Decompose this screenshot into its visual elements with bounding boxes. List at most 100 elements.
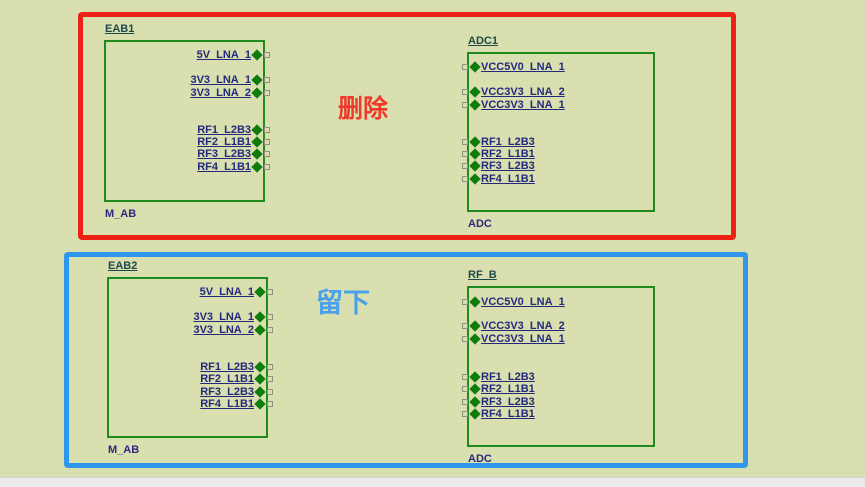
port-diamond-icon xyxy=(469,173,481,185)
port-stub-icon xyxy=(462,89,468,95)
sheet-filename-label: ADC xyxy=(468,218,492,230)
port-label: VCC5V0_LNA_1 xyxy=(481,296,565,308)
port-diamond-icon xyxy=(469,371,481,383)
port-label: 3V3_LNA_2 xyxy=(190,87,251,99)
port-label: VCC3V3_LNA_1 xyxy=(481,99,565,111)
sheet-port[interactable]: RF1_L2B3 xyxy=(197,124,271,136)
sheet-port[interactable]: RF4_L1B1 xyxy=(461,408,535,420)
sheet-port[interactable]: 3V3_LNA_2 xyxy=(193,324,274,336)
sheet-port[interactable]: RF2_L1B1 xyxy=(461,148,535,160)
port-diamond-icon xyxy=(254,386,266,398)
sheet-port[interactable]: VCC3V3_LNA_1 xyxy=(461,333,565,345)
sheet-port[interactable]: RF4_L1B1 xyxy=(197,161,271,173)
port-label: VCC3V3_LNA_2 xyxy=(481,86,565,98)
port-stub-icon xyxy=(267,364,273,370)
keep-group-outline xyxy=(64,252,748,468)
port-diamond-icon xyxy=(469,160,481,172)
port-diamond-icon xyxy=(251,74,263,86)
port-stub-icon xyxy=(462,102,468,108)
sheet-filename-label: M_AB xyxy=(108,444,140,456)
port-stub-icon xyxy=(264,52,270,58)
sheet-filename-label: ADC xyxy=(468,453,492,465)
port-label: RF4_L1B1 xyxy=(481,408,535,420)
sheet-port[interactable]: RF1_L2B3 xyxy=(461,136,535,148)
sheet-symbol-eab2[interactable]: EAB2 5V_LNA_1 3V3_LNA_1 3V3_LNA_2 RF1_L2… xyxy=(107,260,273,456)
port-stub-icon xyxy=(462,176,468,182)
sheet-symbol-adc1[interactable]: ADC1 VCC5V0_LNA_1 VCC3V3_LNA_2 VCC3V3_LN… xyxy=(462,35,655,230)
port-stub-icon xyxy=(462,323,468,329)
port-diamond-icon xyxy=(469,408,481,420)
port-label: RF3_L2B3 xyxy=(200,386,254,398)
port-stub-icon xyxy=(462,299,468,305)
port-diamond-icon xyxy=(251,49,263,61)
port-diamond-icon xyxy=(469,383,481,395)
port-diamond-icon xyxy=(254,311,266,323)
sheet-port[interactable]: RF1_L2B3 xyxy=(200,361,274,373)
sheet-symbol-rf-b[interactable]: RF_B VCC5V0_LNA_1 VCC3V3_LNA_2 VCC3V3_LN… xyxy=(462,269,655,465)
port-label: 3V3_LNA_1 xyxy=(190,74,251,86)
port-stub-icon xyxy=(462,64,468,70)
sheet-port[interactable]: RF4_L1B1 xyxy=(461,173,535,185)
port-diamond-icon xyxy=(469,136,481,148)
port-label: RF4_L1B1 xyxy=(481,173,535,185)
sheet-port[interactable]: VCC3V3_LNA_1 xyxy=(461,99,565,111)
port-stub-icon xyxy=(264,127,270,133)
sheet-port[interactable]: RF3_L2B3 xyxy=(461,160,535,172)
port-diamond-icon xyxy=(469,99,481,111)
port-stub-icon xyxy=(267,314,273,320)
sheet-port[interactable]: 3V3_LNA_2 xyxy=(190,87,271,99)
port-label: RF3_L2B3 xyxy=(481,396,535,408)
port-stub-icon xyxy=(267,389,273,395)
port-stub-icon xyxy=(462,139,468,145)
port-diamond-icon xyxy=(251,124,263,136)
port-stub-icon xyxy=(462,151,468,157)
sheet-port[interactable]: 5V_LNA_1 xyxy=(197,49,271,61)
port-stub-icon xyxy=(267,376,273,382)
port-diamond-icon xyxy=(251,87,263,99)
sheet-port[interactable]: VCC3V3_LNA_2 xyxy=(461,320,565,332)
sheet-port[interactable]: RF3_L2B3 xyxy=(461,396,535,408)
keep-annotation: 留下 xyxy=(316,288,370,318)
horizontal-scrollbar[interactable] xyxy=(0,477,865,487)
port-diamond-icon xyxy=(469,148,481,160)
sheet-port[interactable]: VCC5V0_LNA_1 xyxy=(461,296,565,308)
port-stub-icon xyxy=(267,289,273,295)
port-diamond-icon xyxy=(251,148,263,160)
sheet-title: RF_B xyxy=(468,269,497,281)
sheet-port[interactable]: RF3_L2B3 xyxy=(200,386,274,398)
port-stub-icon xyxy=(264,164,270,170)
port-label: RF3_L2B3 xyxy=(197,148,251,160)
port-stub-icon xyxy=(264,77,270,83)
sheet-port[interactable]: RF4_L1B1 xyxy=(200,398,274,410)
sheet-port[interactable]: RF2_L1B1 xyxy=(200,373,274,385)
port-diamond-icon xyxy=(254,324,266,336)
sheet-port[interactable]: RF2_L1B1 xyxy=(197,136,271,148)
port-stub-icon xyxy=(264,151,270,157)
sheet-port[interactable]: VCC3V3_LNA_2 xyxy=(461,86,565,98)
port-label: RF1_L2B3 xyxy=(197,124,251,136)
port-diamond-icon xyxy=(469,320,481,332)
port-label: RF2_L1B1 xyxy=(200,373,254,385)
delete-annotation: 删除 xyxy=(338,95,389,123)
sheet-filename-label: M_AB xyxy=(105,208,137,220)
sheet-port[interactable]: 5V_LNA_1 xyxy=(200,286,274,298)
sheet-port[interactable]: VCC5V0_LNA_1 xyxy=(461,61,565,73)
port-label: RF2_L1B1 xyxy=(481,383,535,395)
sheet-port[interactable]: RF3_L2B3 xyxy=(197,148,271,160)
sheet-symbol-eab1[interactable]: EAB1 5V_LNA_1 3V3_LNA_1 3V3_LNA_2 RF1_L2… xyxy=(104,23,270,220)
port-label: 3V3_LNA_2 xyxy=(193,324,254,336)
port-stub-icon xyxy=(462,386,468,392)
port-stub-icon xyxy=(462,374,468,380)
sheet-title: ADC1 xyxy=(468,35,498,47)
port-label: VCC5V0_LNA_1 xyxy=(481,61,565,73)
sheet-port[interactable]: RF2_L1B1 xyxy=(461,383,535,395)
sheet-port[interactable]: 3V3_LNA_1 xyxy=(193,311,274,323)
port-diamond-icon xyxy=(469,333,481,345)
sheet-port[interactable]: 3V3_LNA_1 xyxy=(190,74,271,86)
sheet-port[interactable]: RF1_L2B3 xyxy=(461,371,535,383)
port-stub-icon xyxy=(267,327,273,333)
port-stub-icon xyxy=(462,163,468,169)
port-diamond-icon xyxy=(469,296,481,308)
port-label: RF4_L1B1 xyxy=(197,161,251,173)
port-diamond-icon xyxy=(469,396,481,408)
